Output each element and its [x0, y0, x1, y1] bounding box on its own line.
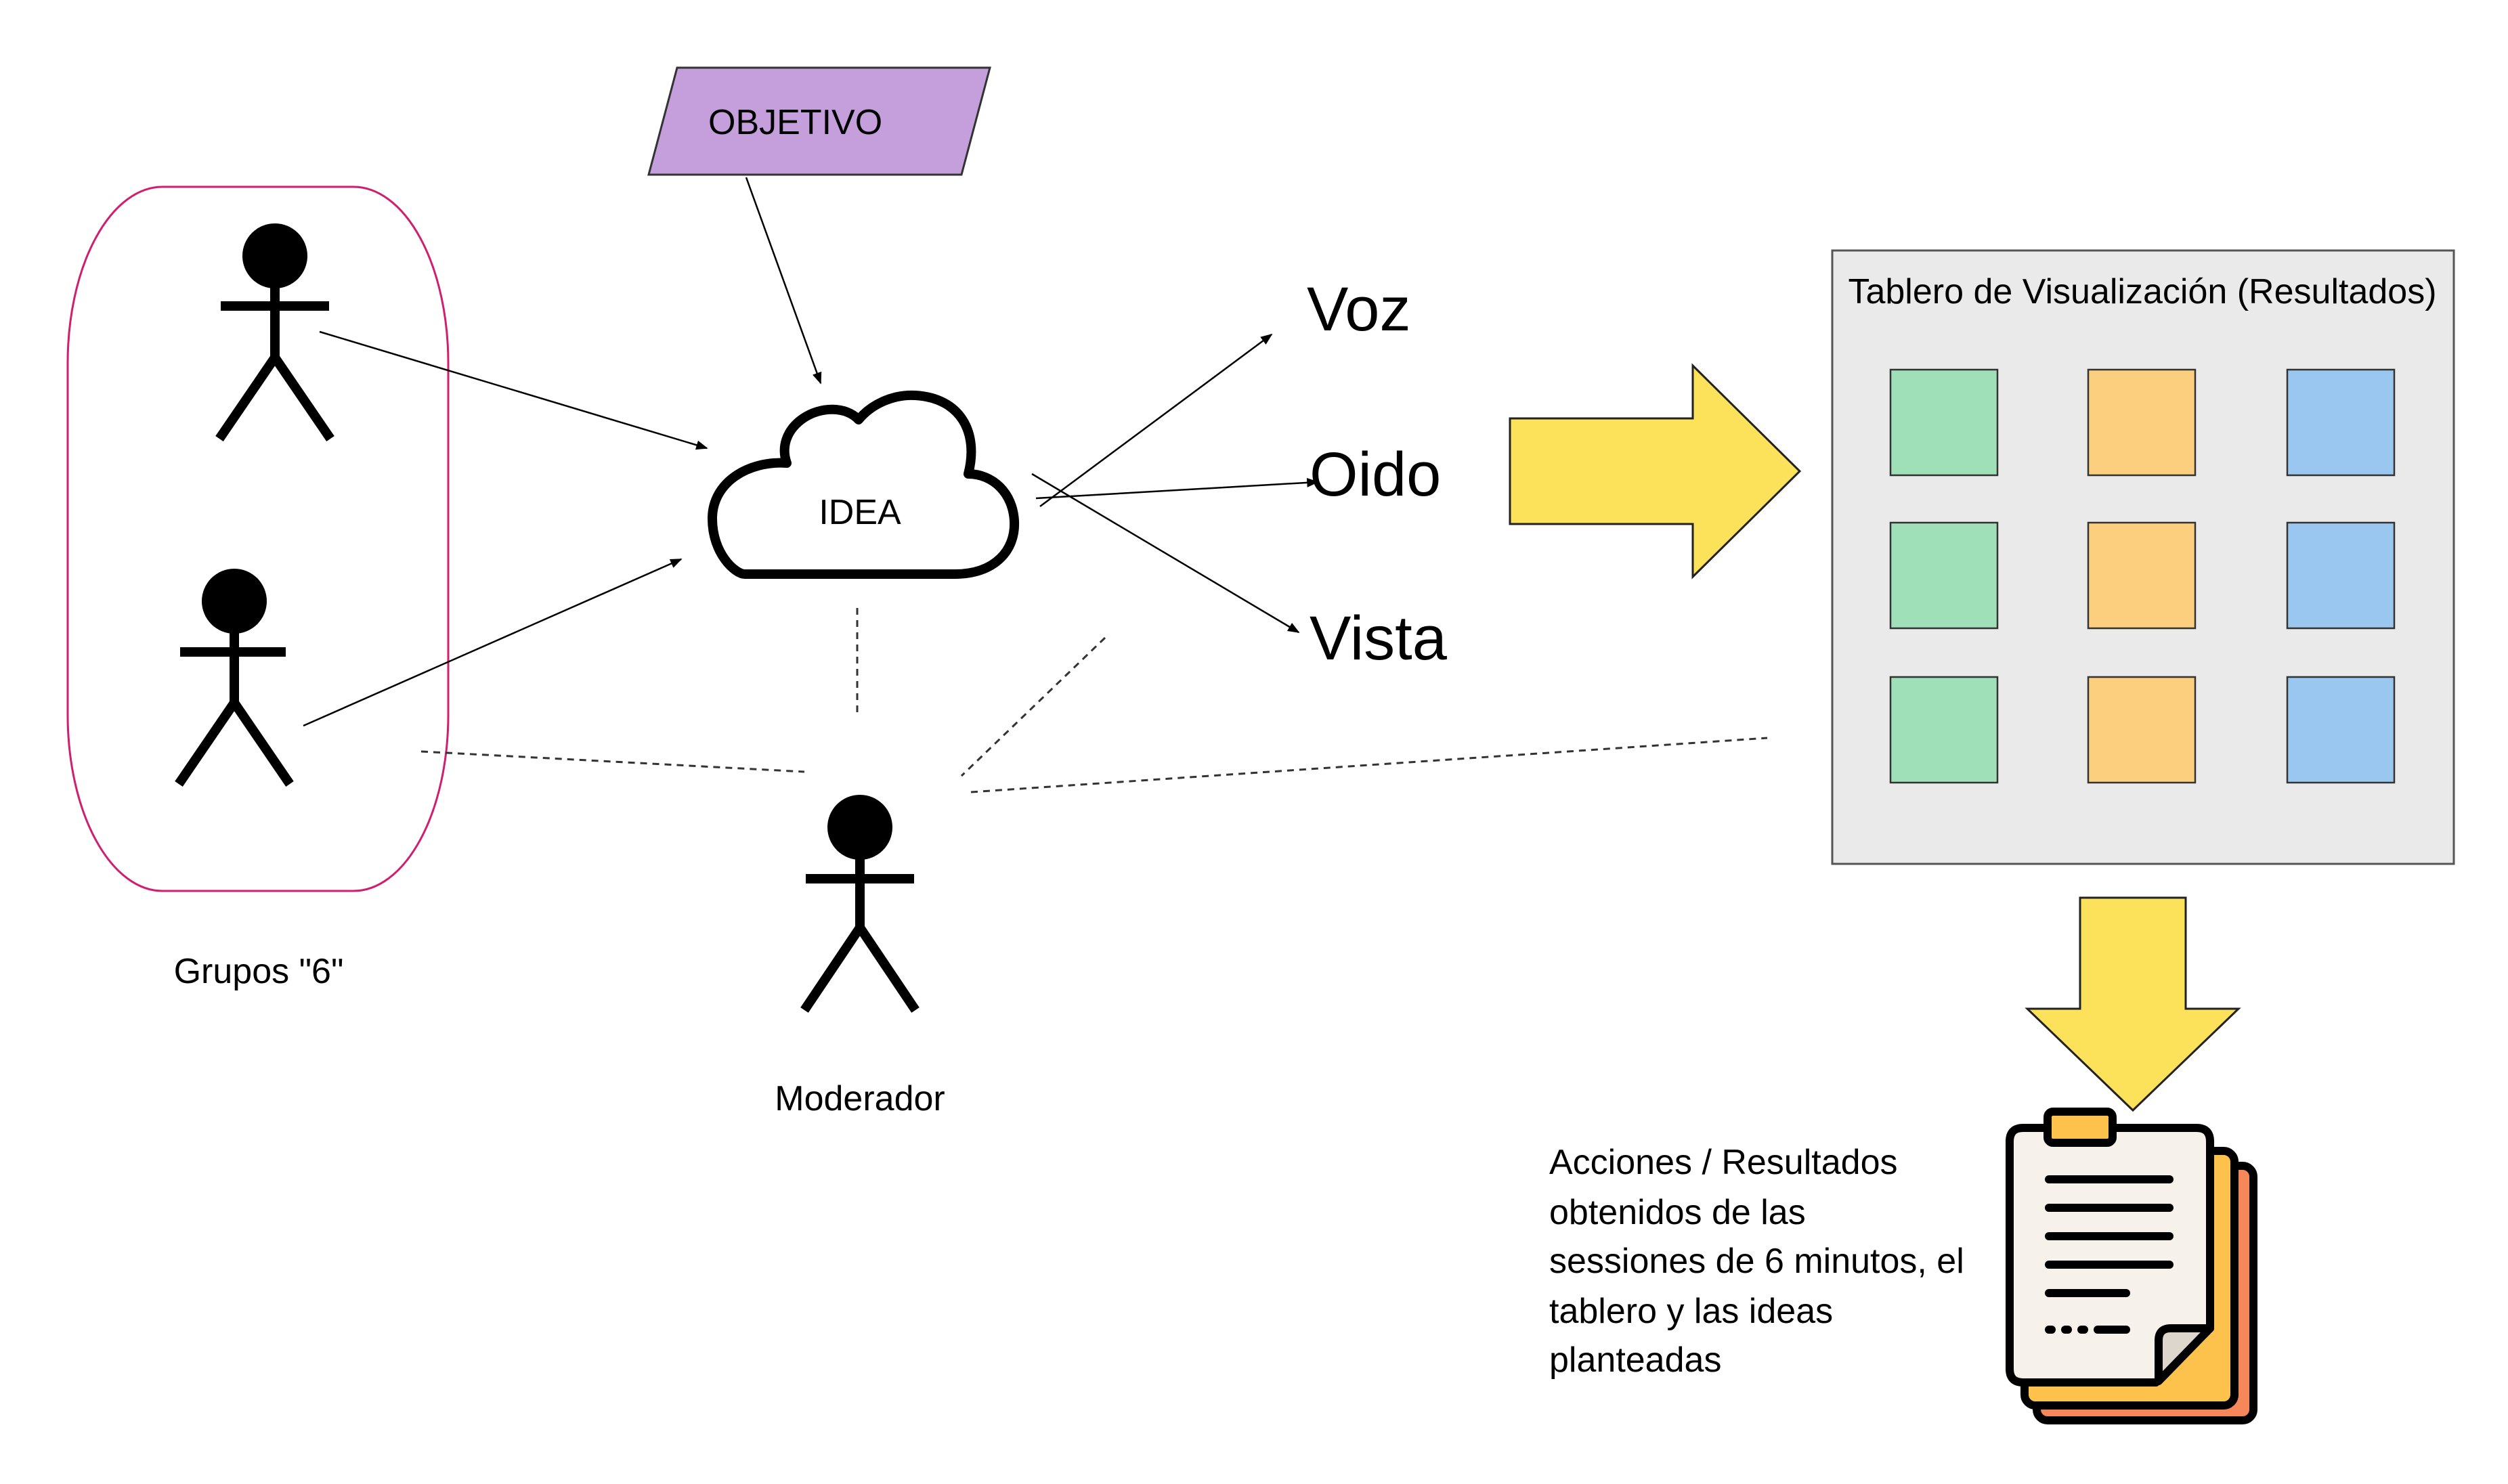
idea-to-sight-arrow — [1031, 473, 1300, 634]
participant-1-stick-figure-icon — [215, 223, 334, 441]
board-title: Tablero de Visualización (Resultados) — [1848, 272, 2436, 311]
results-line-4: tablero y las ideas — [1549, 1292, 1833, 1331]
results-line-5: planteadas — [1549, 1340, 1721, 1380]
board-sticky-notes — [1889, 368, 2396, 784]
sticky-note-r3-c1 — [1889, 676, 1999, 784]
to-board-arrow-right-icon — [1509, 363, 1802, 580]
sticky-note-r3-c3 — [2286, 676, 2396, 784]
results-line-3: sessiones de 6 minutos, el — [1549, 1242, 1964, 1281]
idea-label: IDEA — [819, 493, 901, 532]
sense-moderator-link — [960, 636, 1106, 777]
objective-to-idea-arrow — [745, 177, 822, 385]
idea-to-hearing-arrow — [1035, 477, 1319, 500]
participant-2-stick-figure-icon — [175, 569, 294, 787]
moderator-label: Moderador — [775, 1079, 945, 1118]
sticky-note-r3-c2 — [2087, 676, 2197, 784]
sticky-note-r2-c2 — [2087, 521, 2197, 630]
voice-label: Voz — [1307, 275, 1410, 344]
sight-label: Vista — [1310, 604, 1448, 673]
idea-cloud-icon — [708, 390, 1020, 579]
group-moderator-link — [420, 750, 805, 773]
idea-to-voice-arrow — [1039, 333, 1273, 508]
sticky-note-r1-c2 — [2087, 368, 2197, 477]
input-arrows — [303, 177, 822, 727]
results-line-1: Acciones / Resultados — [1549, 1143, 1898, 1182]
moderator-stick-figure-icon — [800, 795, 920, 1013]
hearing-label: Oido — [1310, 440, 1441, 509]
objective-label: OBJETIVO — [708, 103, 882, 142]
clipboard-documents-icon — [2006, 1108, 2257, 1424]
sticky-note-r1-c3 — [2286, 368, 2396, 477]
group-container — [66, 186, 450, 892]
board-moderator-link — [970, 737, 1768, 793]
moderator-dashed-links — [420, 608, 1768, 793]
sticky-note-r1-c1 — [1889, 368, 1999, 477]
to-results-arrow-down-icon — [2025, 896, 2241, 1112]
sticky-note-r2-c3 — [2286, 521, 2396, 630]
sense-arrows — [1031, 333, 1319, 634]
participant-2-to-idea-arrow — [303, 558, 683, 727]
group-label: Grupos "6" — [174, 952, 344, 991]
results-line-2: obtenidos de las — [1549, 1193, 1806, 1232]
participant-1-to-idea-arrow — [319, 330, 708, 450]
objective-box — [647, 66, 991, 176]
results-description: Acciones / Resultados obtenidos de las s… — [1549, 1143, 1964, 1380]
sticky-note-r2-c1 — [1889, 521, 1999, 630]
